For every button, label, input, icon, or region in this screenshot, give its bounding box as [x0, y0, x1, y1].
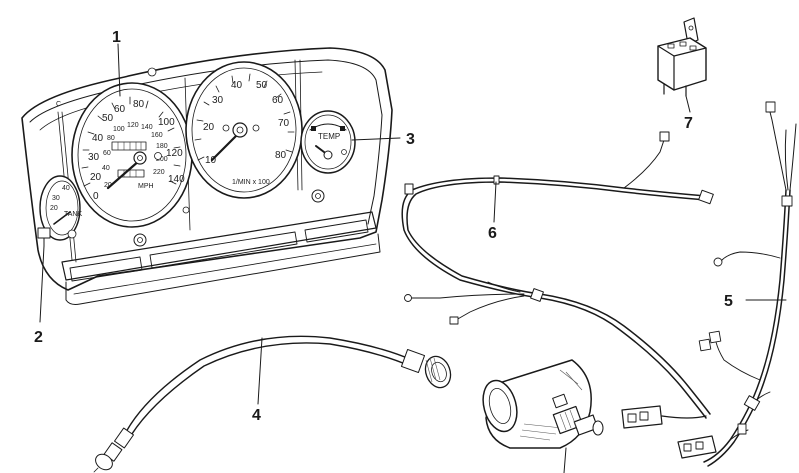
speedo-tick-20: 20: [90, 172, 102, 183]
tach-tick-60: 60: [272, 95, 284, 106]
speedo-tick-80: 80: [133, 99, 145, 110]
speedo-inner-120: 120: [127, 122, 139, 129]
svg-text:20: 20: [50, 205, 58, 212]
tach-tick-70: 70: [278, 118, 290, 129]
speedo-tick-60: 60: [114, 104, 126, 115]
instrument-cluster: C: [21, 47, 393, 305]
callout-5: 5: [724, 293, 733, 310]
speedo-inner-140: 140: [141, 124, 153, 131]
speedo-unit: MPH: [138, 183, 154, 190]
speedo-inner-80: 80: [107, 135, 115, 142]
tach-unit: 1/MIN x 100: [232, 179, 270, 186]
callout-2: 2: [34, 329, 43, 346]
tach-tick-20: 20: [203, 122, 215, 133]
relay: [657, 17, 707, 97]
svg-text:30: 30: [52, 195, 60, 202]
tach-tick-50: 50: [256, 80, 268, 91]
speedo-inner-180: 180: [156, 143, 168, 150]
speedo-tick-140: 140: [168, 174, 185, 185]
speedo-tick-50: 50: [102, 113, 114, 124]
tach-tick-40: 40: [231, 80, 243, 91]
speedo-tick-100: 100: [158, 117, 175, 128]
fuel-label: TANK: [64, 211, 82, 218]
svg-text:40: 40: [62, 185, 70, 192]
speedo-inner-20: 20: [104, 182, 112, 189]
callout-6: 6: [488, 225, 497, 242]
speedo-tick-120: 120: [166, 148, 183, 159]
wiring-harness-5: [677, 101, 797, 467]
temp-label: TEMP: [318, 132, 340, 141]
tachometer: 10 20 30 40 50 60 70 80 1/MIN x 100: [185, 61, 303, 199]
tach-tick-30: 30: [212, 95, 224, 106]
speedo-inner-40: 40: [102, 165, 110, 172]
speedo-tick-40: 40: [92, 133, 104, 144]
speedo-inner-220: 220: [153, 169, 165, 176]
temp-gauge: TEMP: [300, 110, 356, 174]
wiring-harness-6: [401, 131, 714, 429]
speedo-tick-30: 30: [88, 152, 100, 163]
speedo-tick-0: 0: [93, 191, 99, 202]
speedo-inner-200: 200: [156, 156, 168, 163]
callout-1: 1: [112, 29, 121, 46]
callout-3: 3: [406, 131, 415, 148]
tach-tick-10: 10: [205, 155, 217, 166]
speedo-inner-160: 160: [151, 132, 163, 139]
svg-text:C: C: [56, 101, 61, 108]
leader-lines: [39, 43, 787, 473]
fuel-gauge: 40 30 20 TANK: [37, 175, 82, 247]
speedo-inner-60: 60: [103, 150, 111, 157]
speedo-inner-100: 100: [113, 126, 125, 133]
callout-4: 4: [252, 407, 261, 424]
tach-tick-80: 80: [275, 150, 287, 161]
callout-7: 7: [684, 115, 693, 132]
sender-unit: [482, 359, 604, 449]
callouts: 1 2 3 4 5 6 7: [34, 29, 733, 424]
speedometer: 0 20 30 40 50 60 80 100 120 140 20 40 60…: [71, 82, 193, 228]
speedo-cable: [93, 335, 452, 473]
